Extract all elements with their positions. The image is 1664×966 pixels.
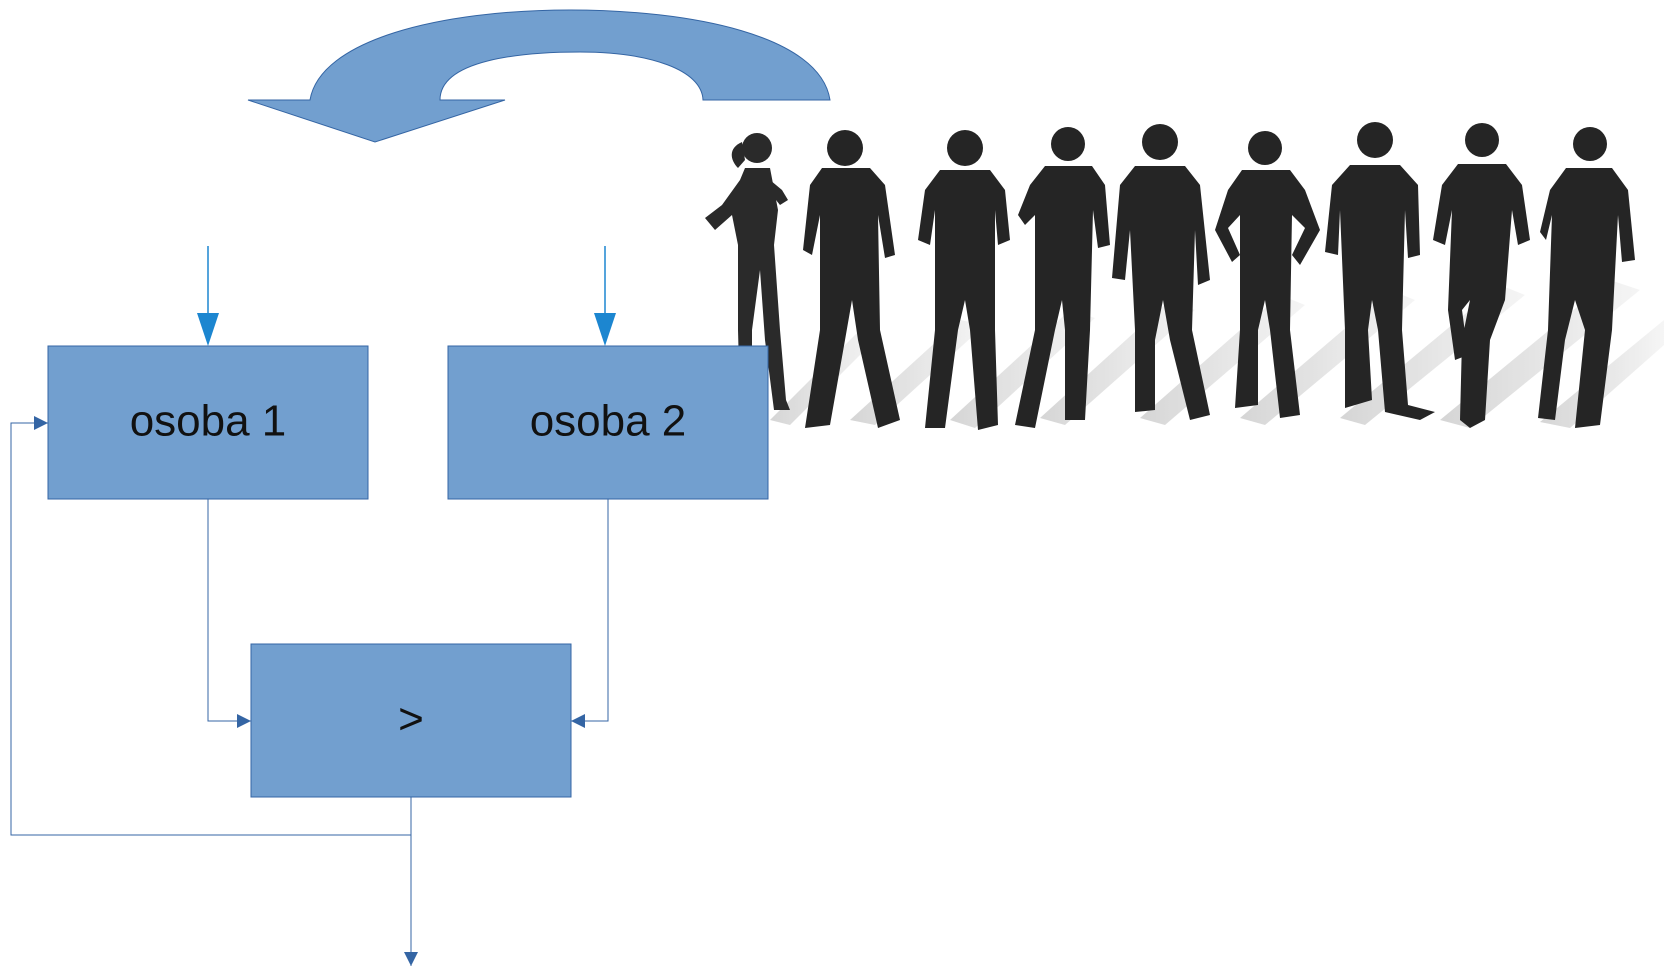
loop-arrow-icon bbox=[247, 9, 831, 143]
connector-person2-to-compare bbox=[571, 499, 609, 728]
people-silhouettes-icon bbox=[705, 122, 1664, 430]
person1-label: osoba 1 bbox=[130, 397, 287, 446]
input-arrow-person1 bbox=[197, 246, 219, 346]
connector-person1-to-compare bbox=[207, 499, 251, 728]
compare-label: > bbox=[398, 695, 424, 744]
person1-box: osoba 1 bbox=[47, 345, 369, 500]
input-arrow-person2 bbox=[594, 246, 616, 346]
person2-label: osoba 2 bbox=[530, 397, 687, 446]
person2-box: osoba 2 bbox=[447, 345, 769, 500]
compare-box: > bbox=[250, 643, 572, 798]
